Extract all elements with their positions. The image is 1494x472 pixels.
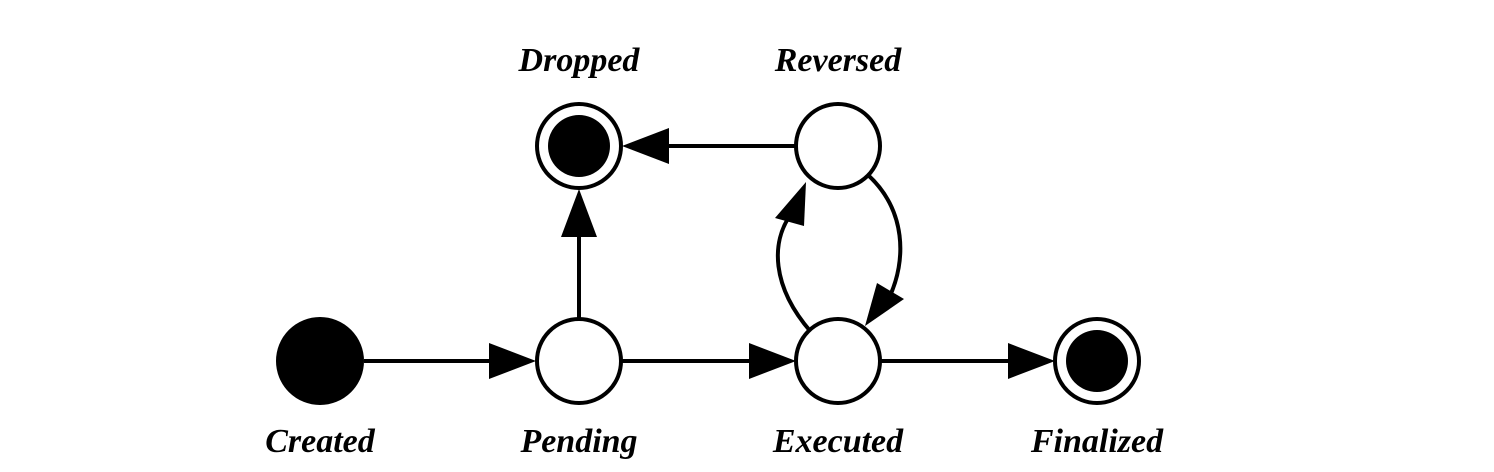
label-created: Created [265,423,376,460]
label-finalized: Finalized [1030,423,1164,460]
state-pending [535,317,623,405]
arrowhead-reversed [775,182,806,226]
final-state-inner-dot [548,115,610,177]
initial-state-node [276,317,364,405]
state-reversed [794,102,882,190]
edge-reversed-to-executed [866,173,903,299]
arrowhead-finalized [1008,343,1055,379]
arrowhead-executed-curve [865,283,904,326]
arrowhead-pending [489,343,536,379]
transitions [364,144,1013,363]
arrowhead-dropped-from-pending [561,189,597,237]
label-pending: Pending [519,423,637,460]
label-dropped: Dropped [518,42,641,79]
state-node [794,102,882,190]
final-state-inner-dot [1066,330,1128,392]
state-executed [794,317,882,405]
state-dropped [535,102,623,190]
arrowhead-executed [749,343,796,379]
state-node [535,317,623,405]
label-reversed: Reversed [774,42,903,79]
state-finalized [1053,317,1141,405]
arrowheads [489,128,1055,379]
label-executed: Executed [772,423,904,460]
arrowhead-dropped-from-reversed [622,128,669,164]
state-created [276,317,364,405]
state-node [794,317,882,405]
edge-executed-to-reversed [775,212,813,334]
